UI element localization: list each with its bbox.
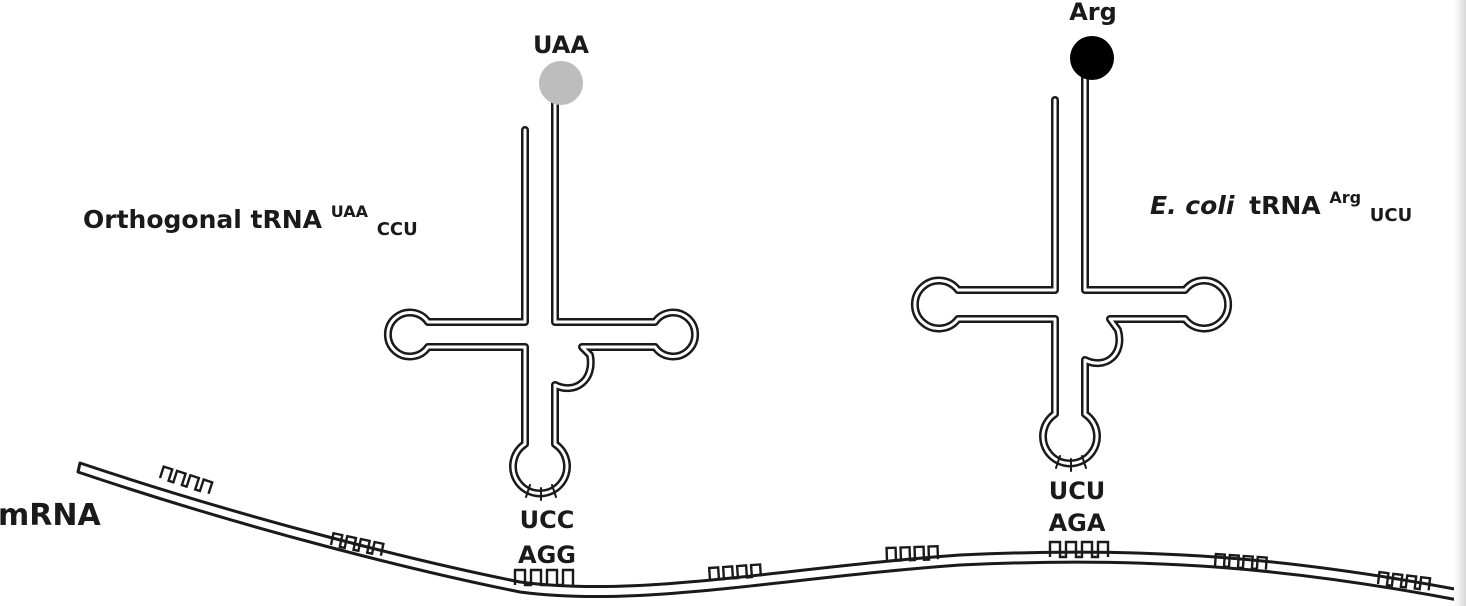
amino-acid-circle-arg: [1070, 36, 1114, 80]
mrna-codon-bumps: [158, 465, 1432, 591]
anticodon-ticks: [1055, 455, 1087, 472]
trna-backbone-inner: [913, 73, 1230, 465]
codon-label-agg: AGG: [518, 541, 576, 569]
ecoli-trna-title-sup: Arg: [1329, 188, 1361, 207]
codon-bump: [1213, 552, 1268, 571]
codon-bump: [1048, 540, 1110, 559]
codon-label-aga: AGA: [1049, 509, 1106, 537]
amino-acid-label-uaa: UAA: [533, 31, 589, 59]
mrna-strand: [76, 461, 1462, 602]
trna-backbone-outline: [383, 96, 700, 498]
anticodon-label-ucu: UCU: [1049, 477, 1106, 505]
ecoli-trna-title: E. coli tRNA Arg UCU: [1150, 180, 1412, 226]
trna-backbone-outline: [910, 71, 1233, 468]
page-edge-shadow: [1454, 0, 1466, 606]
anticodon-label-ucc: UCC: [520, 506, 575, 534]
codon-bump: [885, 544, 940, 562]
ecoli-trna-title-sub: UCU: [1370, 205, 1412, 226]
orthogonal-trna-title-main: Orthogonal tRNA: [83, 205, 323, 234]
ecoli-trna: [910, 71, 1233, 472]
trna-backbone-inner: [386, 98, 697, 495]
codon-bump: [158, 465, 214, 495]
ecoli-trna-title-italic: E. coli: [1150, 191, 1235, 220]
codon-bump: [707, 563, 763, 581]
orthogonal-trna-title-sub: CCU: [377, 219, 418, 240]
codon-bump: [513, 568, 575, 587]
mrna-label: mRNA: [0, 498, 101, 533]
ecoli-trna-title-main: tRNA: [1249, 191, 1321, 220]
orthogonal-trna-title-sup: UAA: [331, 202, 369, 221]
amino-acid-circle-uaa: [539, 61, 583, 105]
orthogonal-trna-title: Orthogonal tRNA UAA CCU: [83, 194, 418, 240]
amino-acid-label-arg: Arg: [1069, 0, 1117, 26]
codon-bump: [1376, 570, 1432, 591]
orthogonal-trna: [383, 96, 700, 501]
anticodon-ticks: [525, 484, 557, 501]
codon-bump: [329, 531, 385, 556]
